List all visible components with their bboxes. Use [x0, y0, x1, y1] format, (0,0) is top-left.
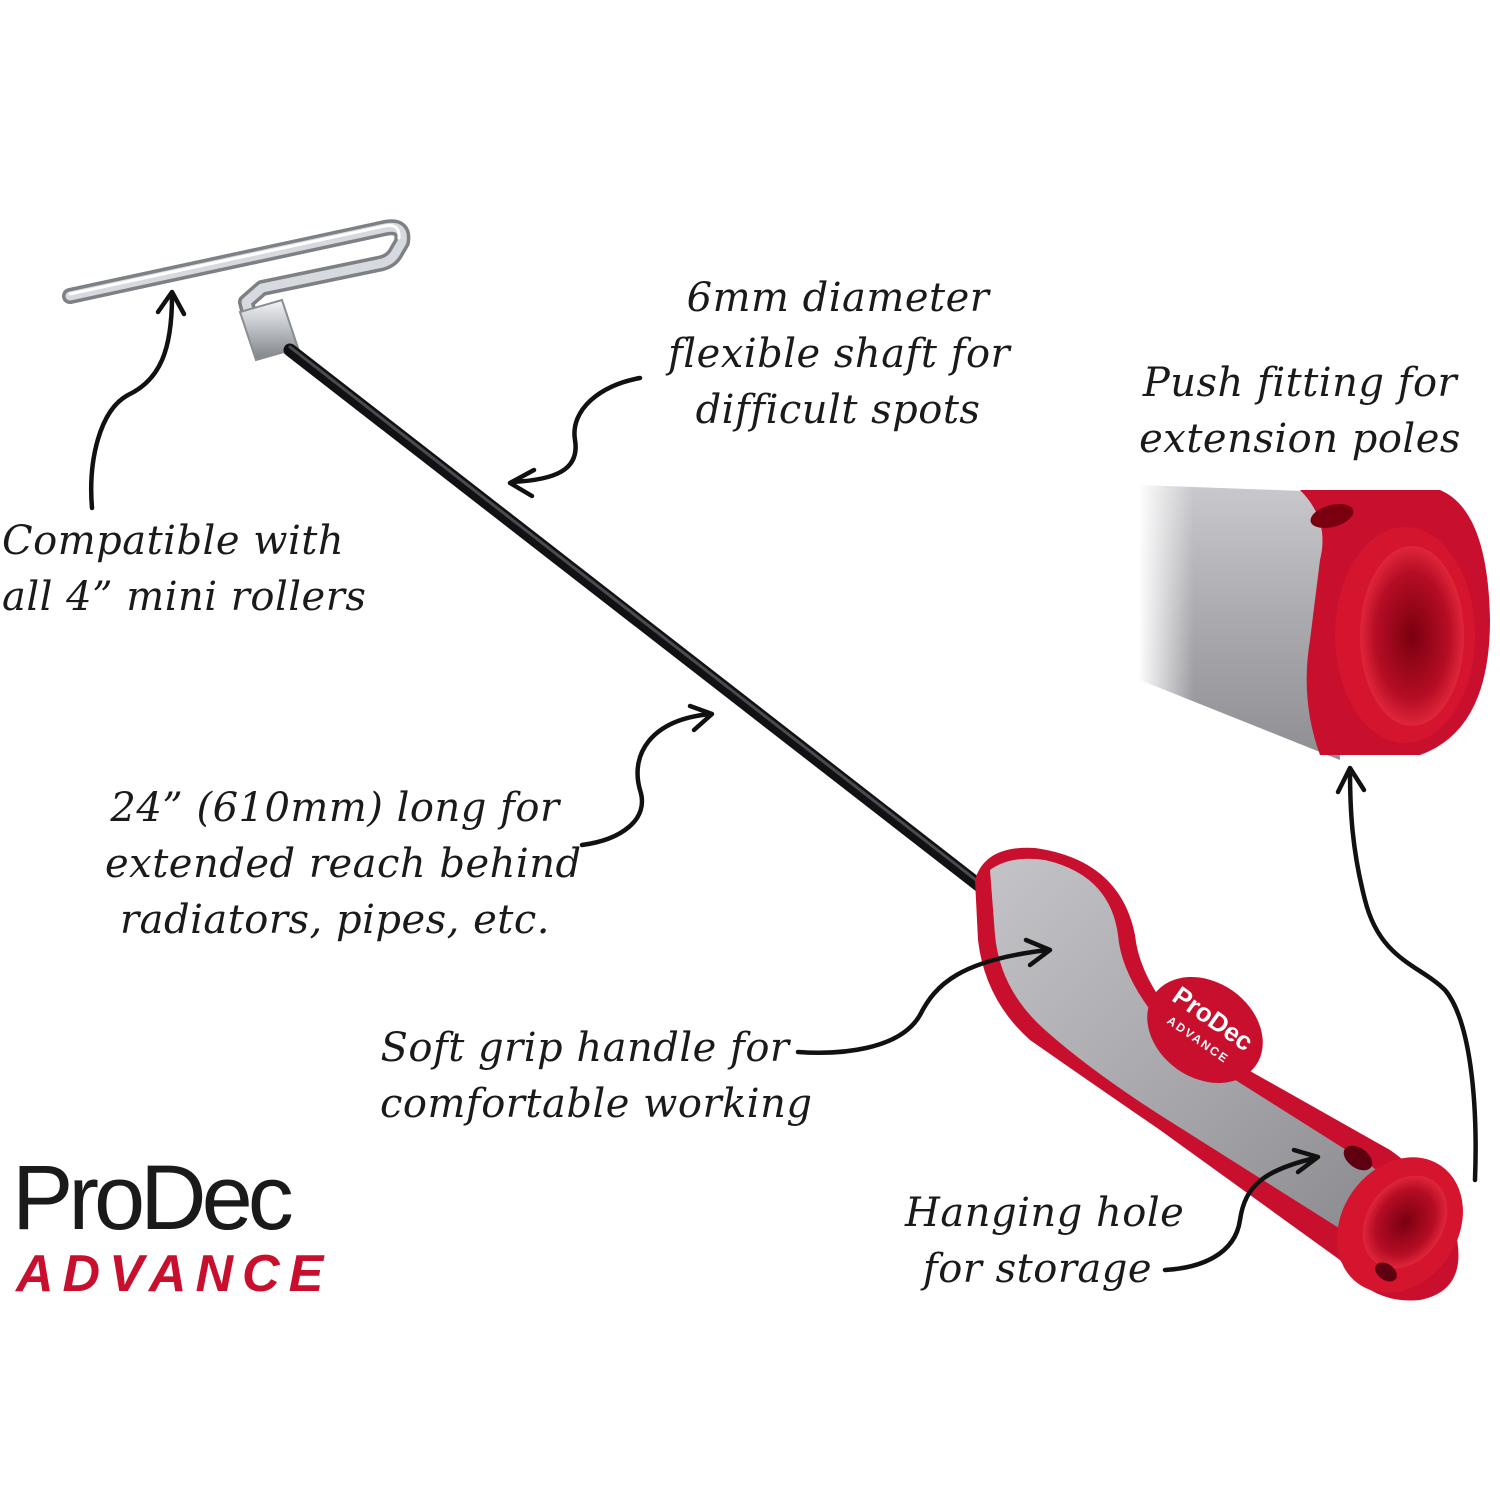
grip-callout: Soft grip handle for comfortable working	[380, 1025, 813, 1127]
fitting-callout: Push fitting for extension poles	[1139, 360, 1461, 462]
rollers-arrow	[89, 289, 187, 511]
push-fitting-detail	[1138, 470, 1490, 770]
rollers-callout: Compatible with all 4” mini rollers	[2, 518, 367, 620]
grip-arrow	[795, 937, 1053, 1055]
flexible-shaft	[283, 343, 992, 897]
hole-callout: Hanging hole for storage	[905, 1190, 1185, 1292]
roller-frame	[62, 219, 411, 362]
shaft-callout: 6mm diameter flexible shaft for difficul…	[668, 275, 1011, 433]
length-callout: 24” (610mm) long for extended reach behi…	[105, 785, 582, 943]
shaft-arrow	[507, 375, 643, 499]
hole-arrow	[1162, 1147, 1321, 1273]
brand-sub: ADVANCE	[16, 1245, 333, 1303]
brand-name: ProDec	[12, 1147, 294, 1249]
brand-logo: ProDec ADVANCE	[12, 1150, 342, 1302]
length-arrow	[579, 703, 715, 848]
soft-grip-handle: ProDec ADVANCE	[975, 847, 1463, 1301]
fitting-arrow	[1335, 765, 1478, 1183]
